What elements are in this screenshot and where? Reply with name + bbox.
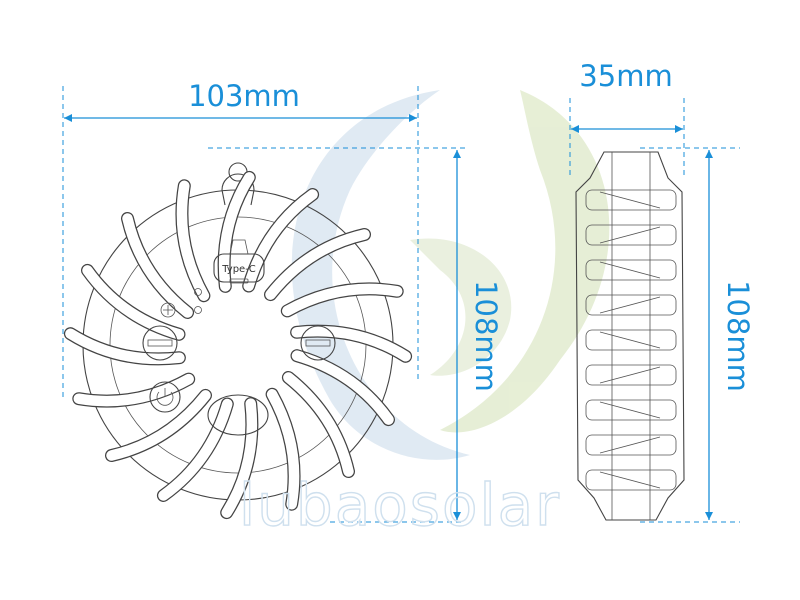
fin-inner bbox=[243, 189, 318, 292]
watermark-logo bbox=[291, 90, 610, 460]
side-fin-edge bbox=[599, 226, 661, 244]
side-width-label: 35mm bbox=[579, 59, 672, 93]
front-lens bbox=[207, 394, 269, 436]
side-fin bbox=[585, 294, 677, 316]
side-fin bbox=[585, 399, 677, 421]
typec-port-icon bbox=[229, 278, 249, 284]
side-height-label: 108mm bbox=[721, 280, 755, 392]
fin-inner bbox=[265, 229, 370, 300]
front-width-label: 103mm bbox=[188, 79, 300, 113]
typec-port-housing bbox=[213, 253, 265, 283]
fin-inner bbox=[176, 180, 210, 301]
side-fin bbox=[585, 329, 677, 351]
side-fin bbox=[585, 469, 677, 491]
side-fin-edge bbox=[599, 191, 661, 209]
fin-inner bbox=[283, 372, 354, 477]
front-view: Type-C bbox=[63, 162, 413, 520]
fin-inner bbox=[158, 398, 233, 501]
fin-inner bbox=[122, 213, 193, 318]
dimensions: 103mm 108mm 35mm 108mm bbox=[62, 59, 755, 523]
side-fin bbox=[585, 224, 677, 246]
front-inner-ring bbox=[109, 216, 367, 474]
fin-inner bbox=[106, 390, 211, 461]
indicator-dot bbox=[194, 306, 202, 314]
screw-right bbox=[300, 325, 336, 361]
side-fin-edge bbox=[599, 331, 661, 349]
front-height-label: 108mm bbox=[469, 280, 503, 392]
fin-inner bbox=[282, 283, 403, 317]
side-fin-edge bbox=[599, 471, 661, 489]
fin-inner bbox=[221, 398, 258, 518]
fin-inner bbox=[73, 373, 194, 407]
side-fin bbox=[585, 259, 677, 281]
plus-terminal bbox=[160, 302, 176, 318]
fin-inner bbox=[266, 389, 300, 510]
side-fin-edge bbox=[599, 436, 661, 454]
fin-inner bbox=[82, 265, 185, 340]
power-button-icon bbox=[149, 381, 181, 413]
screw-left bbox=[142, 325, 178, 361]
side-fin-edge bbox=[599, 401, 661, 419]
side-fin bbox=[585, 434, 677, 456]
fin-inner bbox=[291, 350, 394, 425]
watermark-text: lubaosolar bbox=[239, 471, 561, 539]
indicator-dot bbox=[194, 288, 202, 296]
side-view bbox=[575, 151, 685, 521]
side-fin bbox=[585, 364, 677, 386]
side-body-outline bbox=[575, 151, 685, 521]
side-fin-edge bbox=[599, 261, 661, 279]
fin-inner bbox=[291, 325, 411, 362]
side-fin-edge bbox=[599, 366, 661, 384]
fin-inner bbox=[218, 172, 255, 292]
typec-label: Type-C bbox=[221, 264, 256, 275]
front-fins bbox=[63, 170, 413, 520]
side-fins bbox=[585, 189, 677, 491]
side-fin bbox=[585, 189, 677, 211]
side-fin-edge bbox=[599, 296, 661, 314]
